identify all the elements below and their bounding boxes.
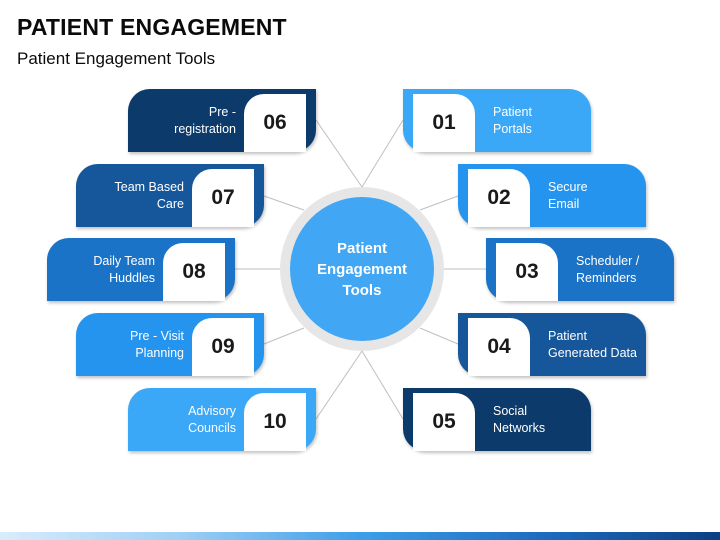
tool-card-09: 09 Pre - Visit Planning <box>76 313 264 376</box>
tool-card-02: 02 Secure Email <box>458 164 646 227</box>
page-subtitle: Patient Engagement Tools <box>17 49 216 68</box>
connector-02 <box>419 195 459 211</box>
connector-09 <box>263 327 305 345</box>
tool-label-07: Team Based Care <box>114 179 184 211</box>
tool-number-01: 01 <box>413 94 475 152</box>
connector-06 <box>315 119 363 188</box>
tool-card-04: 04 Patient Generated Data <box>458 313 646 376</box>
tool-number-06: 06 <box>244 94 306 152</box>
tool-number-02: 02 <box>468 169 530 227</box>
connector-05 <box>361 350 404 420</box>
tool-number-09: 09 <box>192 318 254 376</box>
tool-number-07: 07 <box>192 169 254 227</box>
tool-number-04: 04 <box>468 318 530 376</box>
tool-label-10: Advisory Councils <box>188 403 236 435</box>
footer-gradient-bar <box>0 532 720 540</box>
connector-04 <box>419 327 459 345</box>
tool-card-08: 08 Daily Team Huddles <box>47 238 235 301</box>
tool-label-06: Pre - registration <box>174 104 236 136</box>
tool-label-08: Daily Team Huddles <box>93 253 155 285</box>
tool-label-09: Pre - Visit Planning <box>130 328 184 360</box>
tool-number-05: 05 <box>413 393 475 451</box>
tool-card-05: 05 Social Networks <box>403 388 591 451</box>
connector-10 <box>315 350 363 420</box>
tool-card-06: 06 Pre - registration <box>128 89 316 152</box>
tool-label-03: Scheduler / Reminders <box>576 253 640 285</box>
hub-circle: Patient Engagement Tools <box>290 197 434 341</box>
tool-card-07: 07 Team Based Care <box>76 164 264 227</box>
tool-card-03: 03 Scheduler / Reminders <box>486 238 674 301</box>
tool-number-03: 03 <box>496 243 558 301</box>
tool-label-01: Patient Portals <box>493 104 532 136</box>
tool-number-10: 10 <box>244 393 306 451</box>
tool-card-10: 10 Advisory Councils <box>128 388 316 451</box>
tool-card-01: 01 Patient Portals <box>403 89 591 152</box>
tool-label-02: Secure Email <box>548 179 588 211</box>
tool-label-04: Patient Generated Data <box>548 328 637 360</box>
tool-label-05: Social Networks <box>493 403 546 435</box>
page-title: PATIENT ENGAGEMENT <box>17 14 287 40</box>
hub-label: Patient Engagement Tools <box>316 239 407 299</box>
tool-number-08: 08 <box>163 243 225 301</box>
connector-07 <box>263 195 305 211</box>
connector-01 <box>361 119 404 188</box>
